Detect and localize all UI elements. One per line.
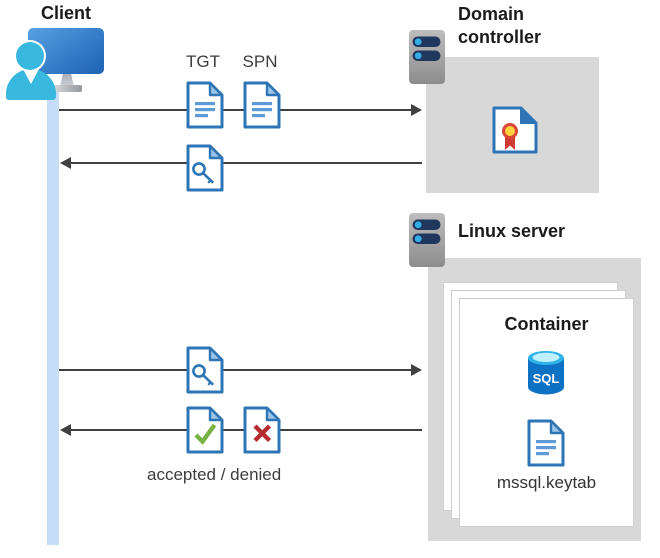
spn-label: SPN: [242, 52, 278, 71]
arrow-ticket-return-head-icon: [60, 157, 71, 169]
certificate-icon: [492, 106, 538, 154]
key-ticket-document-icon: [186, 346, 224, 394]
person-head-icon: [16, 42, 44, 70]
client-lifeline-icon: [47, 88, 59, 545]
sql-label: SQL: [533, 371, 560, 386]
key-ticket-document-icon: [186, 144, 224, 192]
keytab-document-icon: [527, 419, 565, 467]
accepted-denied-label: accepted / denied: [147, 465, 282, 484]
tgt-label: TGT: [186, 52, 220, 71]
container-card: Container SQL mssql.keytab: [459, 298, 634, 527]
denied-document-icon: [243, 406, 281, 454]
keytab-label: mssql.keytab: [496, 473, 597, 492]
arrow-response-head-icon: [60, 424, 71, 436]
tgt-document-icon: [186, 81, 224, 129]
arrow-request-sql-head-icon: [411, 364, 422, 376]
accepted-document-icon: [186, 406, 224, 454]
arrow-request-dc-head-icon: [411, 104, 422, 116]
arrow-request-dc-line: [59, 109, 411, 111]
monitor-stand-icon: [60, 74, 74, 87]
server-icon: [409, 213, 445, 267]
domain-controller-label: Domain controller: [458, 4, 542, 48]
client-label: Client: [40, 3, 91, 23]
container-label: Container: [504, 314, 589, 334]
sql-database-icon: SQL: [528, 351, 564, 395]
spn-document-icon: [243, 81, 281, 129]
server-icon: [409, 30, 445, 84]
linux-server-label: Linux server: [458, 221, 566, 241]
arrow-ticket-return-line: [71, 162, 422, 164]
arrow-request-sql-line: [59, 369, 411, 371]
monitor-stand-base-icon: [51, 85, 82, 92]
